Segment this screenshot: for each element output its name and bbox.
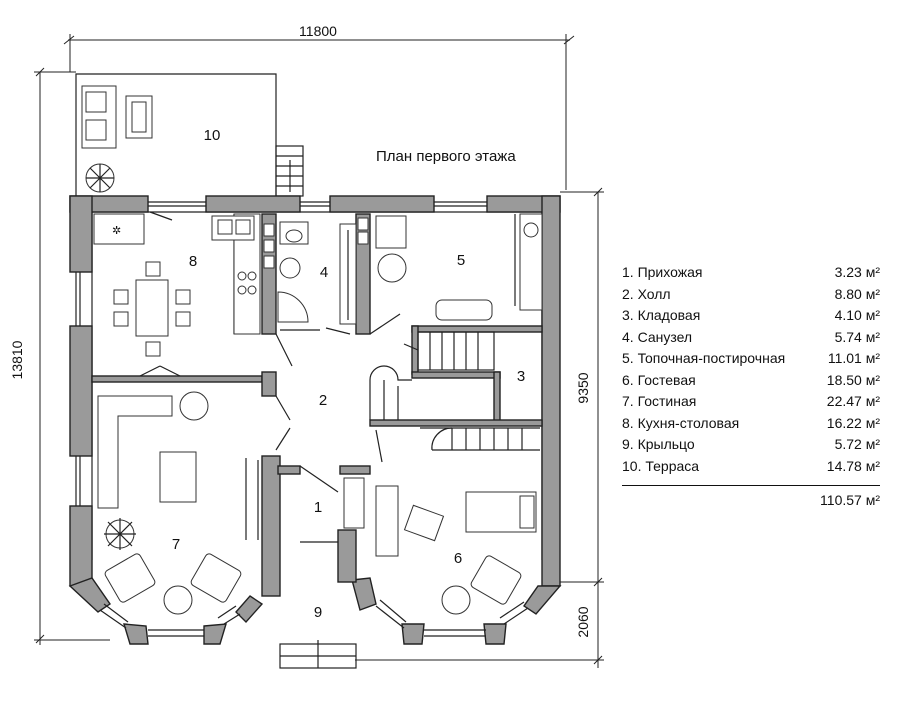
legend-row: 1. Прихожая 3.23 м²	[622, 262, 880, 284]
legend-label: 8. Кухня-столовая	[622, 414, 740, 431]
legend-area: 11.01 м²	[827, 350, 880, 366]
room-number-9: 9	[314, 604, 322, 621]
room-number-6: 6	[454, 550, 462, 567]
room-number-1: 1	[314, 499, 322, 516]
room-number-5: 5	[457, 252, 465, 269]
legend-label: 1. Прихожая	[622, 264, 703, 280]
legend-row: 2. Холл 8.80 м²	[622, 284, 880, 306]
dimension-lines	[34, 34, 604, 668]
total-divider	[622, 485, 880, 486]
porch	[279, 640, 357, 669]
room-number-7: 7	[172, 536, 180, 553]
legend-label: 3. Кладовая	[622, 307, 701, 323]
legend-row: 5. Топочная-постирочная 11.01 м²	[622, 348, 880, 370]
legend-label: 10. Терраса	[622, 457, 700, 474]
legend-row: 8. Кухня-столовая 16.22 м²	[622, 413, 880, 435]
dimension-depth-house: 9350	[575, 372, 591, 403]
room-schedule: 1. Прихожая 3.23 м² 2. Холл 8.80 м² 3. Кла…	[622, 262, 880, 508]
bathroom-furniture	[263, 221, 357, 325]
guest-room-furniture	[343, 477, 537, 615]
legend-row: 4. Санузел 5.74 м²	[622, 327, 880, 349]
legend-label: 6. Гостевая	[622, 371, 696, 388]
room-number-3: 3	[517, 368, 525, 385]
dimension-depth-total: 13810	[9, 340, 25, 379]
legend-area: 18.50 м²	[826, 371, 880, 388]
legend-label: 9. Крыльцо	[622, 436, 695, 452]
legend-row: 9. Крыльцо 5.72 м²	[622, 434, 880, 456]
legend-label: 5. Топочная-постирочная	[622, 350, 786, 366]
living-room-furniture	[97, 391, 242, 615]
dimension-depth-porch: 2060	[575, 606, 591, 637]
plan-title: План первого этажа	[376, 148, 516, 165]
legend-label: 2. Холл	[622, 285, 671, 302]
legend-area: 22.47 м²	[826, 393, 880, 409]
room-number-4: 4	[320, 264, 328, 281]
legend-row: 10. Терраса 14.78 м²	[622, 456, 880, 478]
room-number-8: 8	[189, 253, 197, 270]
legend-row: 3. Кладовая 4.10 м²	[622, 305, 880, 327]
legend-label: 7. Гостиная	[622, 393, 697, 409]
room-number-2: 2	[319, 392, 327, 409]
dimension-width: 11800	[299, 23, 337, 39]
legend-row: 6. Гостевая 18.50 м²	[622, 370, 880, 392]
legend-area: 5.74 м²	[834, 328, 880, 345]
total-area: 110.57 м²	[820, 492, 880, 508]
legend-area: 8.80 м²	[834, 285, 880, 302]
legend-area: 3.23 м²	[834, 264, 880, 280]
stairs	[369, 331, 540, 451]
boiler-room-furniture	[357, 213, 543, 321]
terrace	[75, 73, 304, 197]
legend-area: 4.10 м²	[834, 307, 880, 323]
room-number-10: 10	[204, 127, 221, 144]
legend-label: 4. Санузел	[622, 328, 693, 345]
legend-area: 14.78 м²	[826, 457, 880, 474]
door-swings	[139, 211, 419, 493]
legend-row: 7. Гостиная 22.47 м²	[622, 391, 880, 413]
legend-area: 16.22 м²	[826, 414, 880, 431]
legend-area: 5.72 м²	[834, 436, 880, 452]
svg-text:✲: ✲	[112, 225, 121, 237]
kitchen-furniture: ✲	[93, 213, 261, 357]
